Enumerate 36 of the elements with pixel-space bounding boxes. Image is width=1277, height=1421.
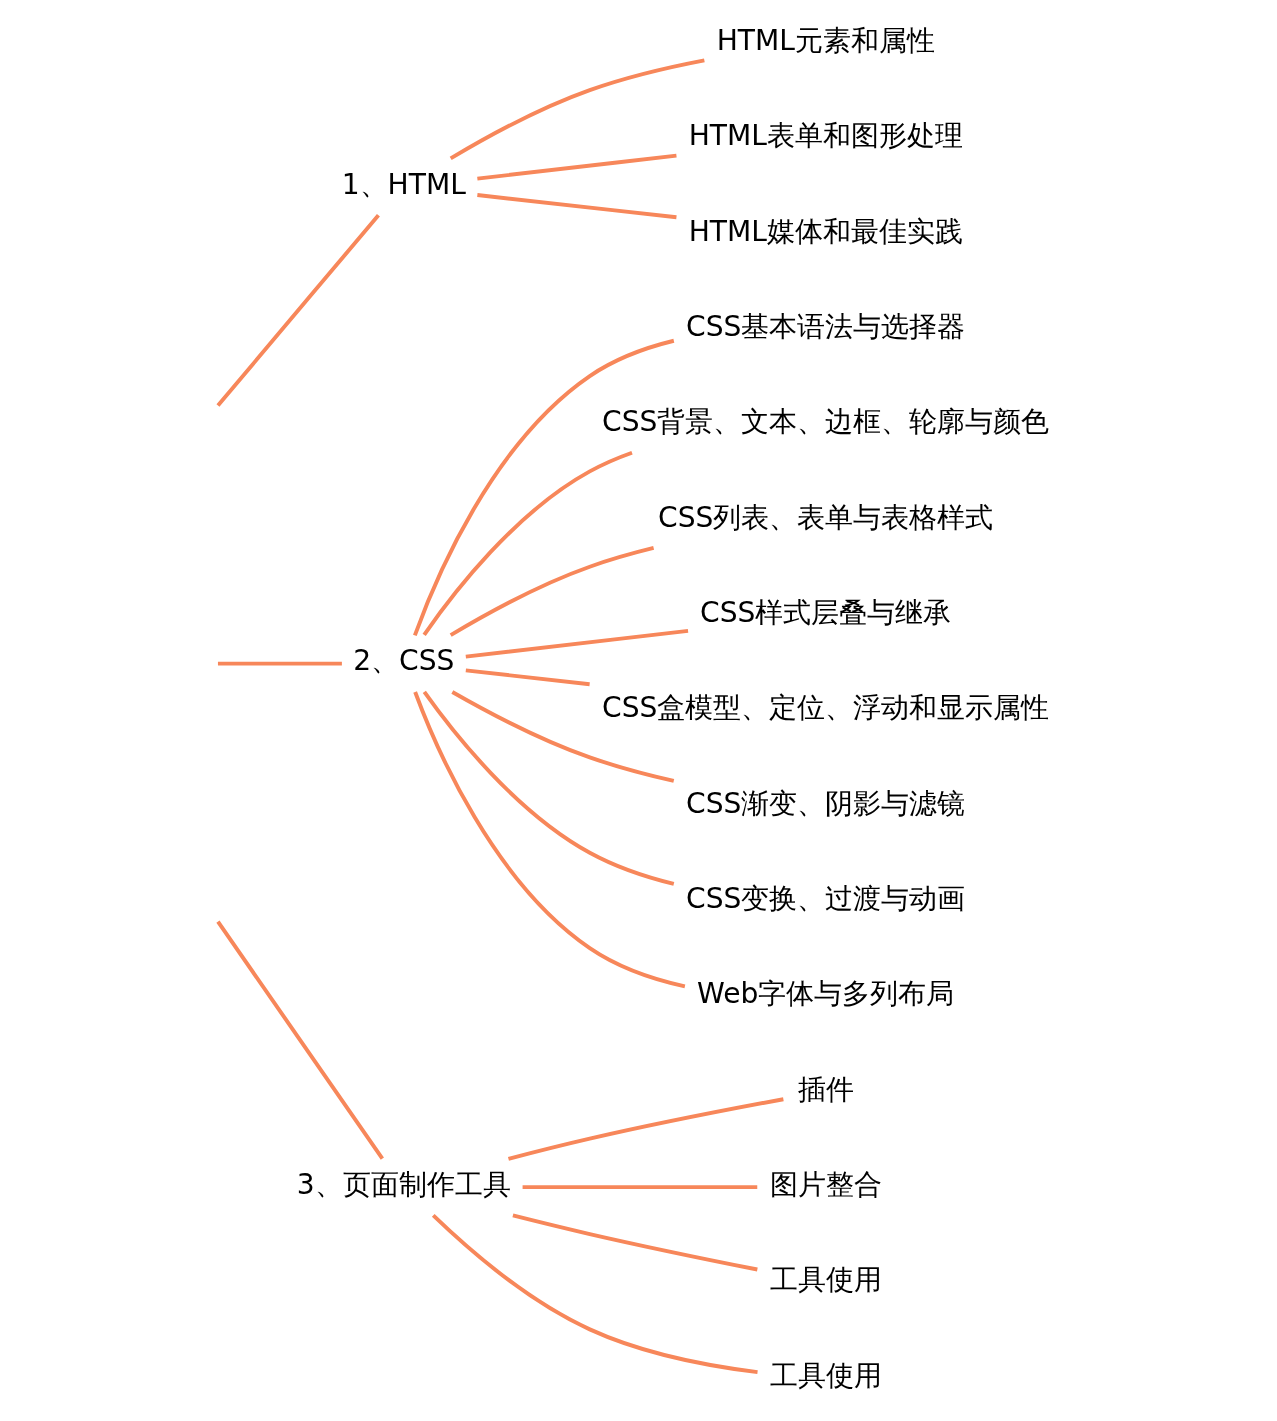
node-text: CSS基本语法与选择器 (685, 310, 965, 344)
connector (215, 213, 380, 407)
node-text: 工具使用 (769, 1263, 882, 1297)
connector (422, 690, 674, 886)
node-text: HTML表单和图形处理 (688, 119, 963, 153)
connector (449, 546, 654, 637)
node-text: CSS背景、文本、边框、轮廓与颜色 (601, 405, 1049, 439)
connector (449, 58, 705, 161)
connector (422, 450, 633, 636)
connector (465, 668, 590, 687)
node-text: CSS渐变、阴影与滤镜 (685, 786, 965, 820)
connector (412, 338, 674, 636)
node-text: 2、CSS (352, 644, 454, 678)
node-text: 1、HTML (341, 167, 466, 201)
node-text: Web字体与多列布局 (696, 977, 954, 1011)
connector (412, 691, 685, 989)
node-text: HTML元素和属性 (716, 24, 935, 58)
connector (507, 1097, 784, 1161)
connector (465, 628, 688, 659)
connector (450, 690, 674, 783)
node-text: CSS样式层叠与继承 (699, 596, 951, 630)
connector (511, 1213, 758, 1272)
node-text: CSS变换、过渡与动画 (685, 882, 965, 916)
node-text: 工具使用 (769, 1358, 882, 1392)
connector (476, 153, 677, 181)
node-text: 图片整合 (769, 1168, 882, 1202)
node-text: CSS盒模型、定位、浮动和显示属性 (601, 691, 1049, 725)
connector (431, 1214, 758, 1375)
node-text: CSS列表、表单与表格样式 (657, 500, 993, 534)
node-text: HTML媒体和最佳实践 (688, 214, 963, 248)
connector (215, 920, 384, 1160)
node-text: 3、页面制作工具 (296, 1168, 511, 1202)
node-text: 插件 (797, 1072, 854, 1106)
connector (476, 193, 677, 220)
connector (522, 1185, 757, 1190)
connector (217, 661, 342, 666)
